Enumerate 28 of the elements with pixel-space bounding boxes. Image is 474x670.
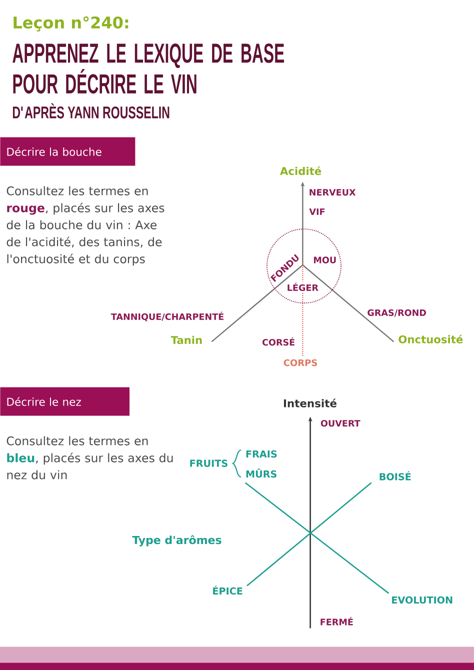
- author-line: D'APRÈS YANN ROUSSELIN: [12, 103, 170, 118]
- term-label: BOISÉ: [380, 471, 411, 480]
- term-label: FRUITS: [190, 460, 228, 467]
- axis-label: Type d'arômes: [132, 535, 222, 546]
- axis-label: Tanin: [170, 336, 202, 344]
- term-label: VIF: [309, 208, 325, 215]
- term-label: MÛRS: [246, 468, 276, 478]
- term-label: OUVERT: [320, 420, 360, 427]
- axis-label: Acidité: [280, 166, 322, 176]
- axis-label: Intensité: [284, 398, 336, 408]
- term-label: MOU: [314, 256, 336, 264]
- term-label: CORSÉ: [262, 337, 294, 346]
- term-label: LÉGER: [286, 282, 320, 292]
- term-label: FERMÉ: [320, 617, 353, 626]
- axis-label: Onctuosité: [398, 334, 463, 344]
- term-label: EVOLUTION: [392, 596, 452, 604]
- instruction-text: Consultez les termes en rouge, placés sur les axes de la bouche du vin : Axe de l'acidité, des tanins, de l'onctuosité et du corps: [6, 186, 164, 266]
- section-header: Décrire la bouche: [0, 137, 136, 166]
- term-label: TANNIQUE/CHARPENTÉ: [110, 312, 224, 322]
- term-label: ÉPICE: [213, 586, 242, 595]
- title: APPRENEZ LE LEXIQUE DE BASE POUR DÉCRIRE LE VIN: [12, 44, 284, 94]
- term-label: GRAS/ROND: [368, 309, 426, 317]
- lesson-heading: Leçon n°240:: [14, 16, 128, 32]
- axis-label: CORPS: [284, 359, 317, 366]
- instruction-text: Consultez les termes en bleu, placés sur les axes du nez du vin: [6, 436, 173, 480]
- section-header: Décrire le nez: [0, 387, 130, 416]
- term-label: FRAIS: [246, 450, 277, 458]
- term-label: NERVEUX: [310, 189, 356, 196]
